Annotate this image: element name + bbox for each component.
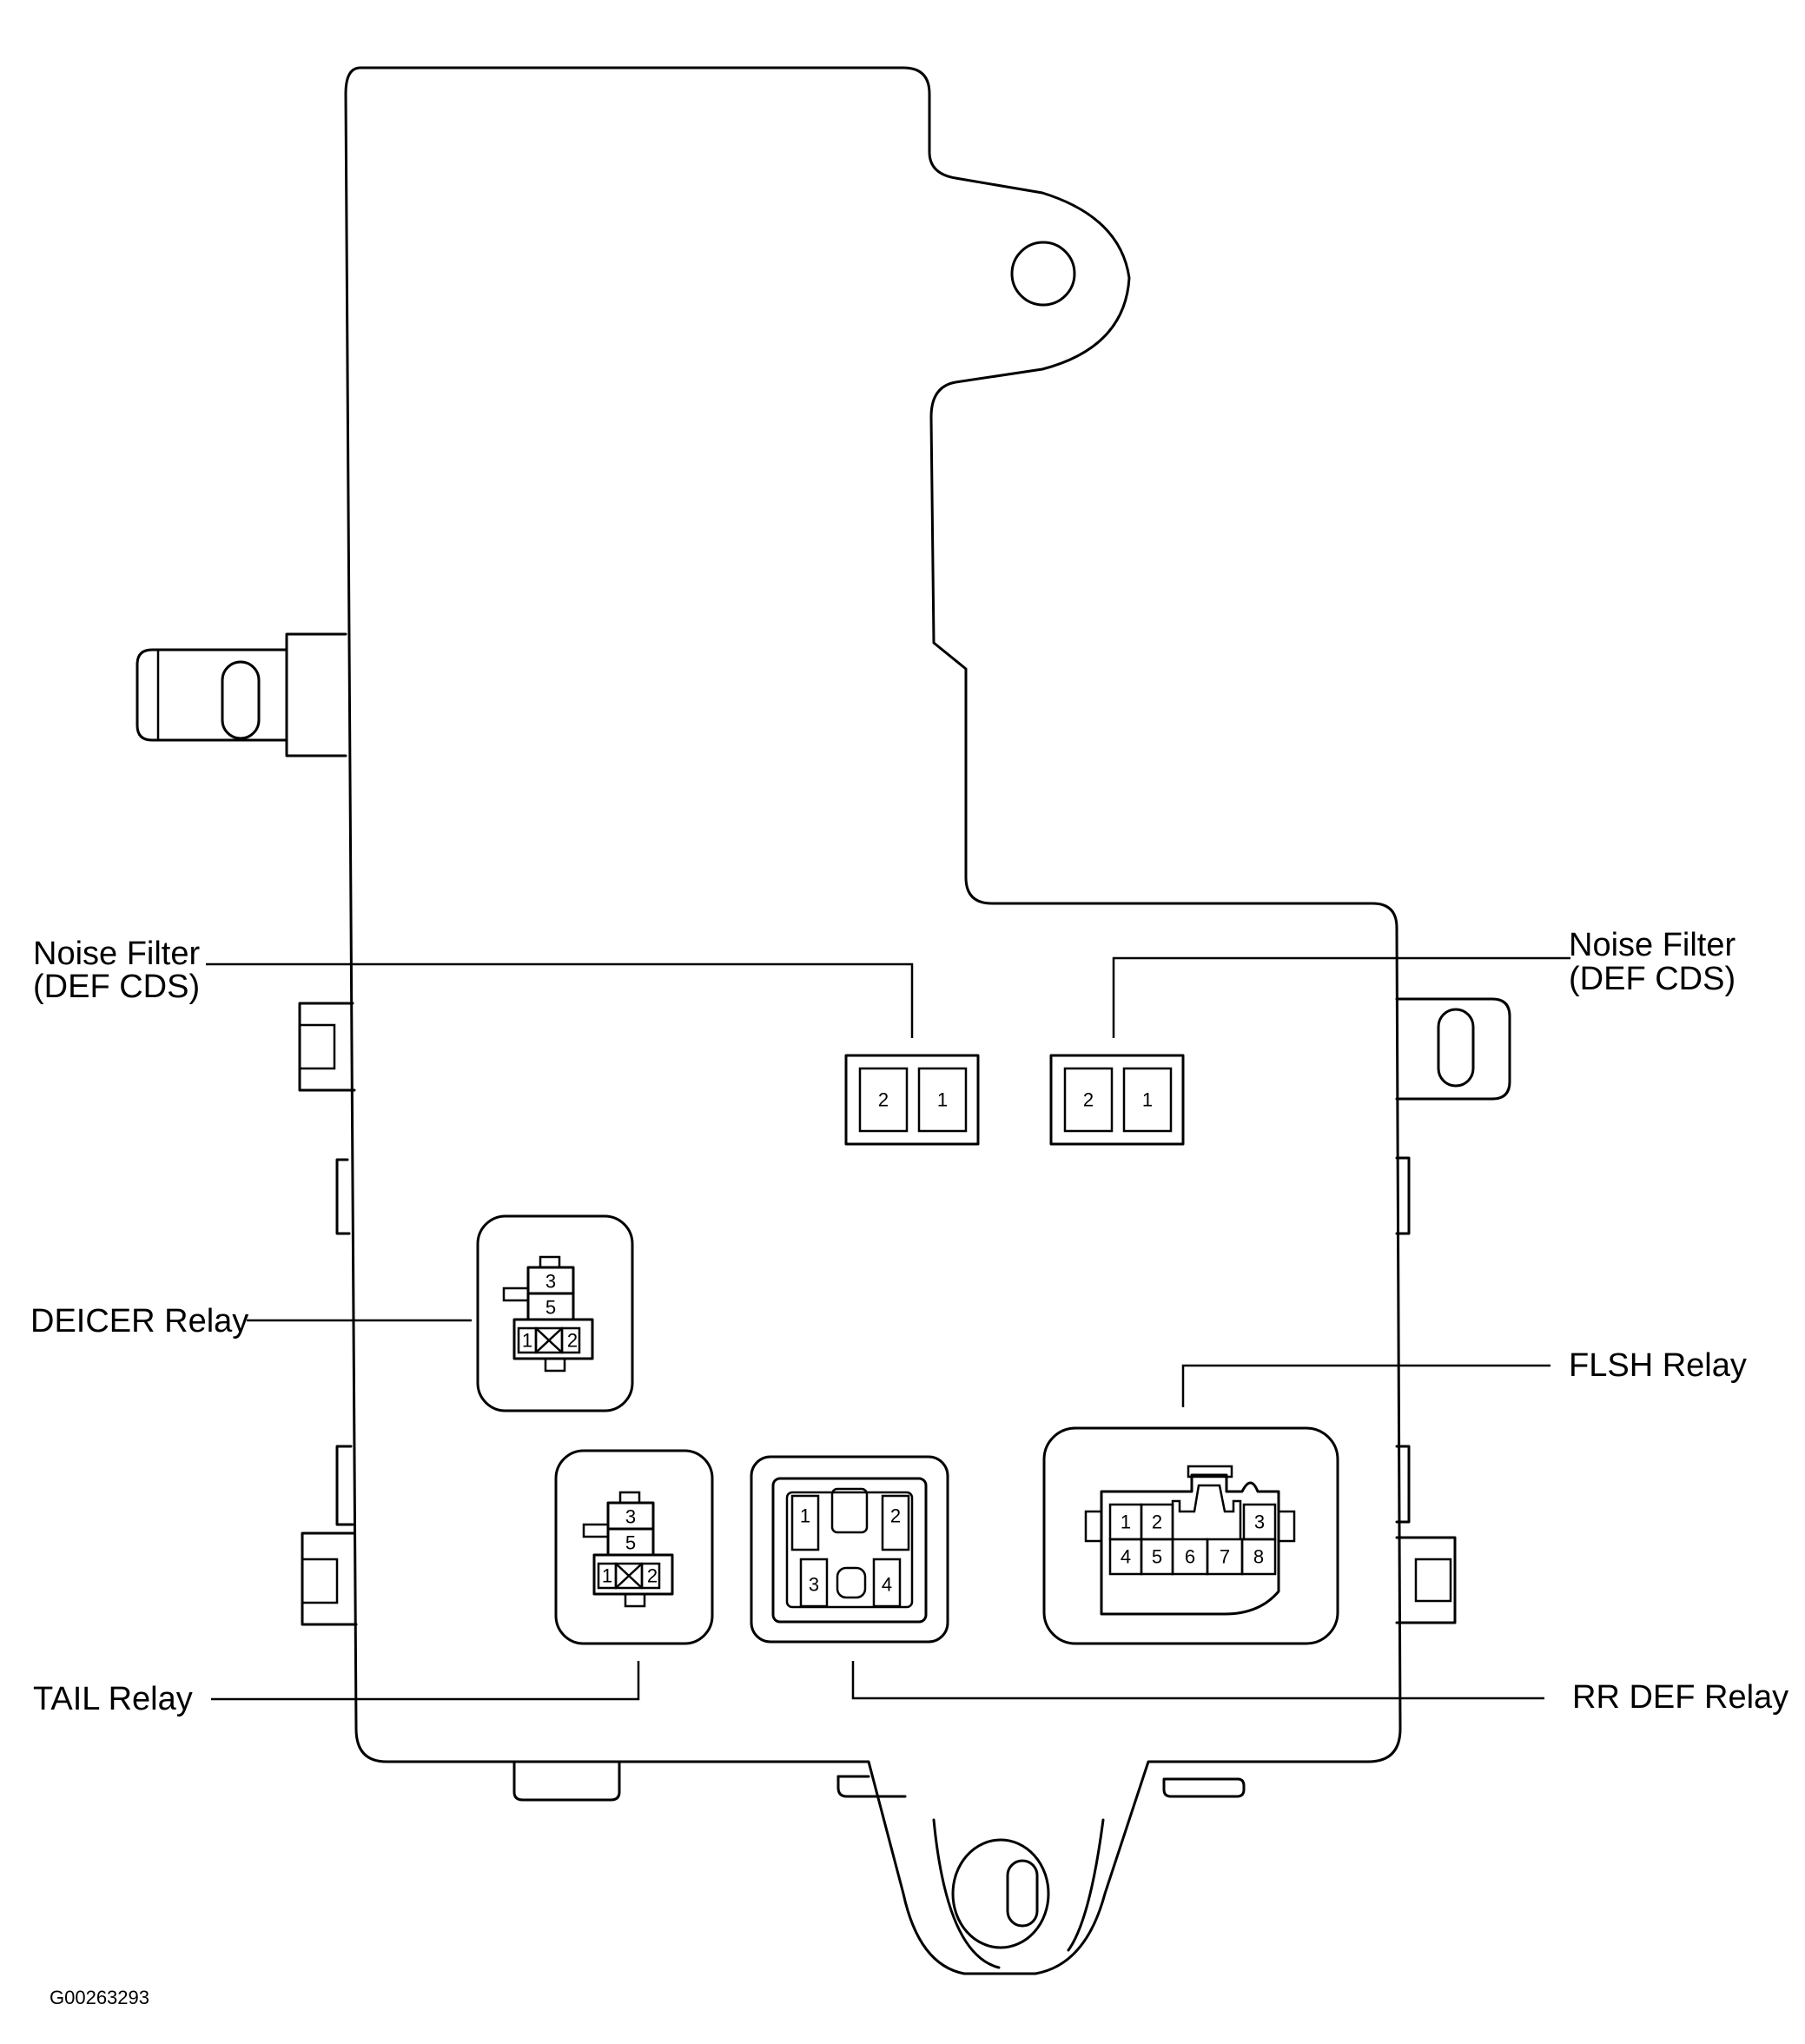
- pin-label: 3: [809, 1574, 819, 1596]
- top-mount-hole: [1010, 241, 1076, 307]
- noise-filter-left-connector: 2 1: [844, 1054, 980, 1146]
- bottom-tabs: [512, 1760, 1246, 1969]
- pin-label: 2: [1152, 1512, 1162, 1533]
- pin-label: 1: [1142, 1089, 1153, 1111]
- noise-filter-right-label-line2: (DEF CDS): [1569, 961, 1736, 997]
- noise-filter-right-label-line1: Noise Filter: [1569, 927, 1736, 963]
- pin-label: 1: [602, 1565, 612, 1587]
- rr-def-relay-label: RR DEF Relay: [1572, 1679, 1788, 1716]
- housing-outline: [344, 66, 1402, 1975]
- pin-label: 7: [1220, 1546, 1230, 1568]
- pin-label: 2: [647, 1565, 658, 1587]
- pin-label: 1: [800, 1505, 810, 1527]
- pin-label: 5: [545, 1297, 556, 1319]
- tail-relay-connector: 3 5 1 2: [554, 1449, 714, 1645]
- figure-code: G00263293: [50, 1987, 149, 2008]
- pin-label: 4: [882, 1574, 892, 1596]
- noise-filter-left-label-line2: (DEF CDS): [33, 969, 200, 1005]
- noise-filter-left-label-line1: Noise Filter: [33, 936, 200, 972]
- left-mount-tab: [136, 632, 347, 757]
- flsh-relay-label: FLSH Relay: [1569, 1347, 1747, 1384]
- pin-label: 1: [522, 1330, 532, 1352]
- pin-label: 5: [1152, 1546, 1162, 1568]
- leader-lines: [206, 956, 1570, 1701]
- pin-label: 8: [1253, 1546, 1264, 1568]
- left-side-clips: [298, 1002, 358, 1626]
- pin-label: 4: [1121, 1546, 1131, 1568]
- deicer-relay-connector: 3 5 1 2: [476, 1214, 634, 1412]
- pin-label: 2: [878, 1089, 889, 1111]
- pin-label: 3: [545, 1271, 556, 1293]
- pin-label: 1: [1121, 1512, 1131, 1533]
- pin-label: 2: [890, 1505, 901, 1527]
- pin-label: 2: [567, 1330, 578, 1352]
- noise-filter-right-connector: 2 1: [1049, 1054, 1185, 1146]
- pin-label: 3: [625, 1506, 636, 1528]
- pin-label: 5: [625, 1532, 636, 1554]
- right-side-clips: [1395, 997, 1511, 1624]
- pin-label: 1: [937, 1089, 948, 1111]
- tail-relay-label: TAIL Relay: [33, 1681, 193, 1717]
- flsh-relay-connector: 1 2 3 4 5 6 7 8: [1042, 1426, 1339, 1645]
- pin-label: 2: [1083, 1089, 1094, 1111]
- rr-def-relay-connector: 1 2 3 4: [750, 1455, 949, 1644]
- pin-label: 6: [1185, 1546, 1195, 1568]
- deicer-relay-label: DEICER Relay: [30, 1303, 248, 1340]
- pin-label: 3: [1254, 1512, 1265, 1533]
